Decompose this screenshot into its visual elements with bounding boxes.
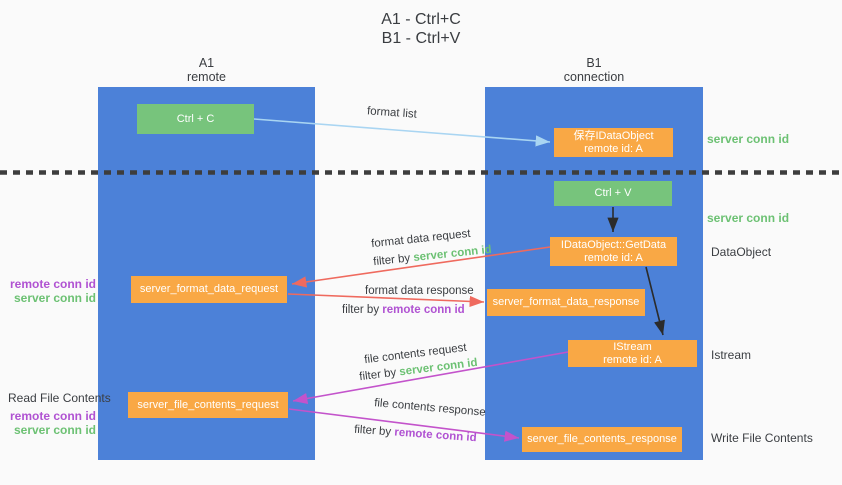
node-istream-line2: remote id: A (603, 353, 662, 366)
column-b1-name: B1 (586, 56, 602, 70)
annotation-remote-conn-id-1: remote conn id (9, 277, 96, 291)
column-a1-name: A1 (198, 56, 215, 70)
diagram-title: A1 - Ctrl+C B1 - Ctrl+V (0, 10, 842, 48)
filter-by-text: filter by (358, 366, 397, 384)
node-istream-line1: IStream (613, 340, 652, 353)
annotation-write-file-contents: Write File Contents (711, 431, 813, 445)
annotation-istream: Istream (711, 348, 752, 362)
node-save-idataobject: 保存IDataObject remote id: A (554, 128, 673, 157)
label-file-contents-response: file contents response (373, 397, 487, 419)
filter-by-text: filter by (372, 252, 411, 269)
node-ctrl-c: Ctrl + C (137, 104, 254, 134)
column-header-a1: A1 remote (98, 56, 315, 84)
node-ctrl-v: Ctrl + V (554, 181, 672, 206)
remote-conn-id-text: remote conn id (382, 304, 465, 316)
column-header-b1: B1 connection (485, 56, 703, 84)
node-getdata-line2: remote id: A (584, 251, 643, 264)
server-conn-id-text: server conn id (412, 243, 493, 264)
annotation-server-conn-id-1: server conn id (13, 290, 96, 305)
column-b1-subtitle: connection (563, 70, 625, 84)
node-server-file-contents-request: server_file_contents_request (128, 392, 288, 418)
filter-by-text: filter by (353, 423, 392, 439)
annotation-server-conn-id-mid: server conn id (707, 211, 790, 225)
node-save-idataobject-line1: 保存IDataObject (573, 129, 654, 142)
title-line-1: A1 - Ctrl+C (381, 11, 461, 28)
annotation-remote-conn-id-2: remote conn id (9, 409, 96, 423)
annotation-conn-ids-file: remote conn id server conn id (0, 409, 96, 437)
title-line-2: B1 - Ctrl+V (381, 30, 461, 47)
node-ctrl-v-label: Ctrl + V (594, 187, 632, 199)
node-server-format-data-request: server_format_data_request (131, 276, 287, 303)
annotation-server-conn-id-2: server conn id (13, 422, 96, 437)
node-idataobject-getdata: IDataObject::GetData remote id: A (550, 237, 677, 266)
node-getdata-line1: IDataObject::GetData (560, 238, 667, 251)
label-format-list: format list (366, 105, 418, 121)
column-a1-subtitle: remote (187, 70, 226, 84)
remote-conn-id-text: remote conn id (393, 426, 477, 445)
annotation-read-file-contents: Read File Contents (8, 391, 111, 405)
node-server-file-contents-response: server_file_contents_response (522, 427, 682, 452)
filter-by-text: filter by (342, 304, 380, 316)
node-save-idataobject-line2: remote id: A (584, 142, 643, 155)
node-file-request-label: server_file_contents_request (137, 398, 279, 411)
label-filter-by-remote-conn-id-2: filter by remote conn id (354, 424, 477, 445)
label-filter-by-remote-conn-id-1: filter by remote conn id (342, 304, 465, 316)
node-format-response-label: server_format_data_response (492, 296, 640, 308)
node-server-format-data-response: server_format_data_response (487, 289, 645, 316)
annotation-dataobject: DataObject (711, 245, 772, 259)
node-file-response-label: server_file_contents_response (527, 433, 677, 445)
node-format-request-label: server_format_data_request (139, 283, 279, 295)
node-ctrl-c-label: Ctrl + C (176, 112, 215, 125)
annotation-conn-ids-format: remote conn id server conn id (0, 277, 96, 305)
label-format-data-response: format data response (365, 285, 474, 297)
annotation-server-conn-id-top: server conn id (707, 132, 790, 146)
node-istream: IStream remote id: A (568, 340, 697, 367)
